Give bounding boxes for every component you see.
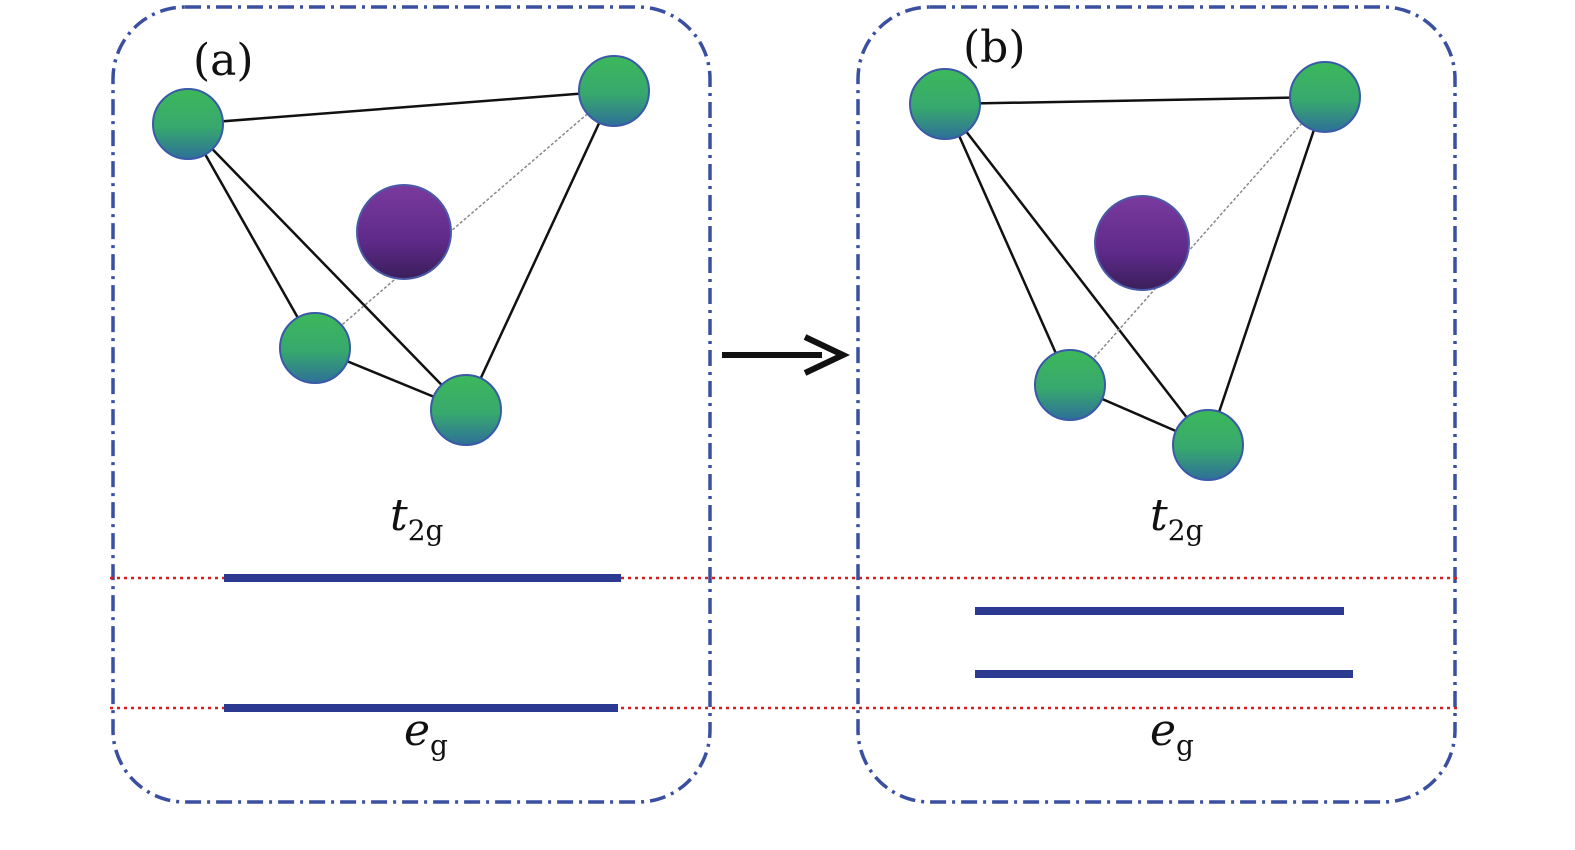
panel-a-t2g-subscript: 2g [408, 514, 444, 547]
panel-a-eg-label: eg [404, 705, 448, 762]
panel-a-label: (a) [193, 35, 254, 86]
panel-a-ligand-3 [279, 312, 351, 384]
panel-a-frame [111, 5, 712, 804]
panel-a-ligand-1 [152, 88, 224, 160]
panel-a-ligand-4 [430, 374, 502, 446]
panel-b-t2g-subscript: 2g [1168, 514, 1204, 547]
panel-a-ligand-2 [578, 55, 650, 127]
panel-b-central-ion [1094, 195, 1190, 291]
panel-b-t2g-label: t2g [1150, 490, 1204, 547]
panel-b-eg-label: eg [1150, 705, 1194, 762]
panel-b-eg-symbol: e [1150, 705, 1176, 756]
panel-a-tetrahedron [152, 55, 650, 446]
panel-b-ligand-2 [1289, 61, 1361, 133]
panel-b-t2g-symbol: t [1150, 490, 1168, 541]
panel-b-tetrahedron [909, 61, 1361, 481]
panel-a-eg-symbol: e [404, 705, 430, 756]
panel-b-label: (b) [963, 22, 1026, 73]
panel-a-eg-subscript: g [430, 729, 448, 762]
panel-b-eg-subscript: g [1176, 729, 1194, 762]
panel-b-ligand-1 [909, 68, 981, 140]
panel-b-frame [856, 5, 1457, 804]
panel-b-ligand-3 [1034, 349, 1106, 421]
panel-a-t2g-symbol: t [390, 490, 408, 541]
panel-b-ligand-4 [1172, 409, 1244, 481]
transition-arrow [722, 334, 851, 376]
panel-a-central-ion [356, 184, 452, 280]
panel-a-t2g-label: t2g [390, 490, 444, 547]
